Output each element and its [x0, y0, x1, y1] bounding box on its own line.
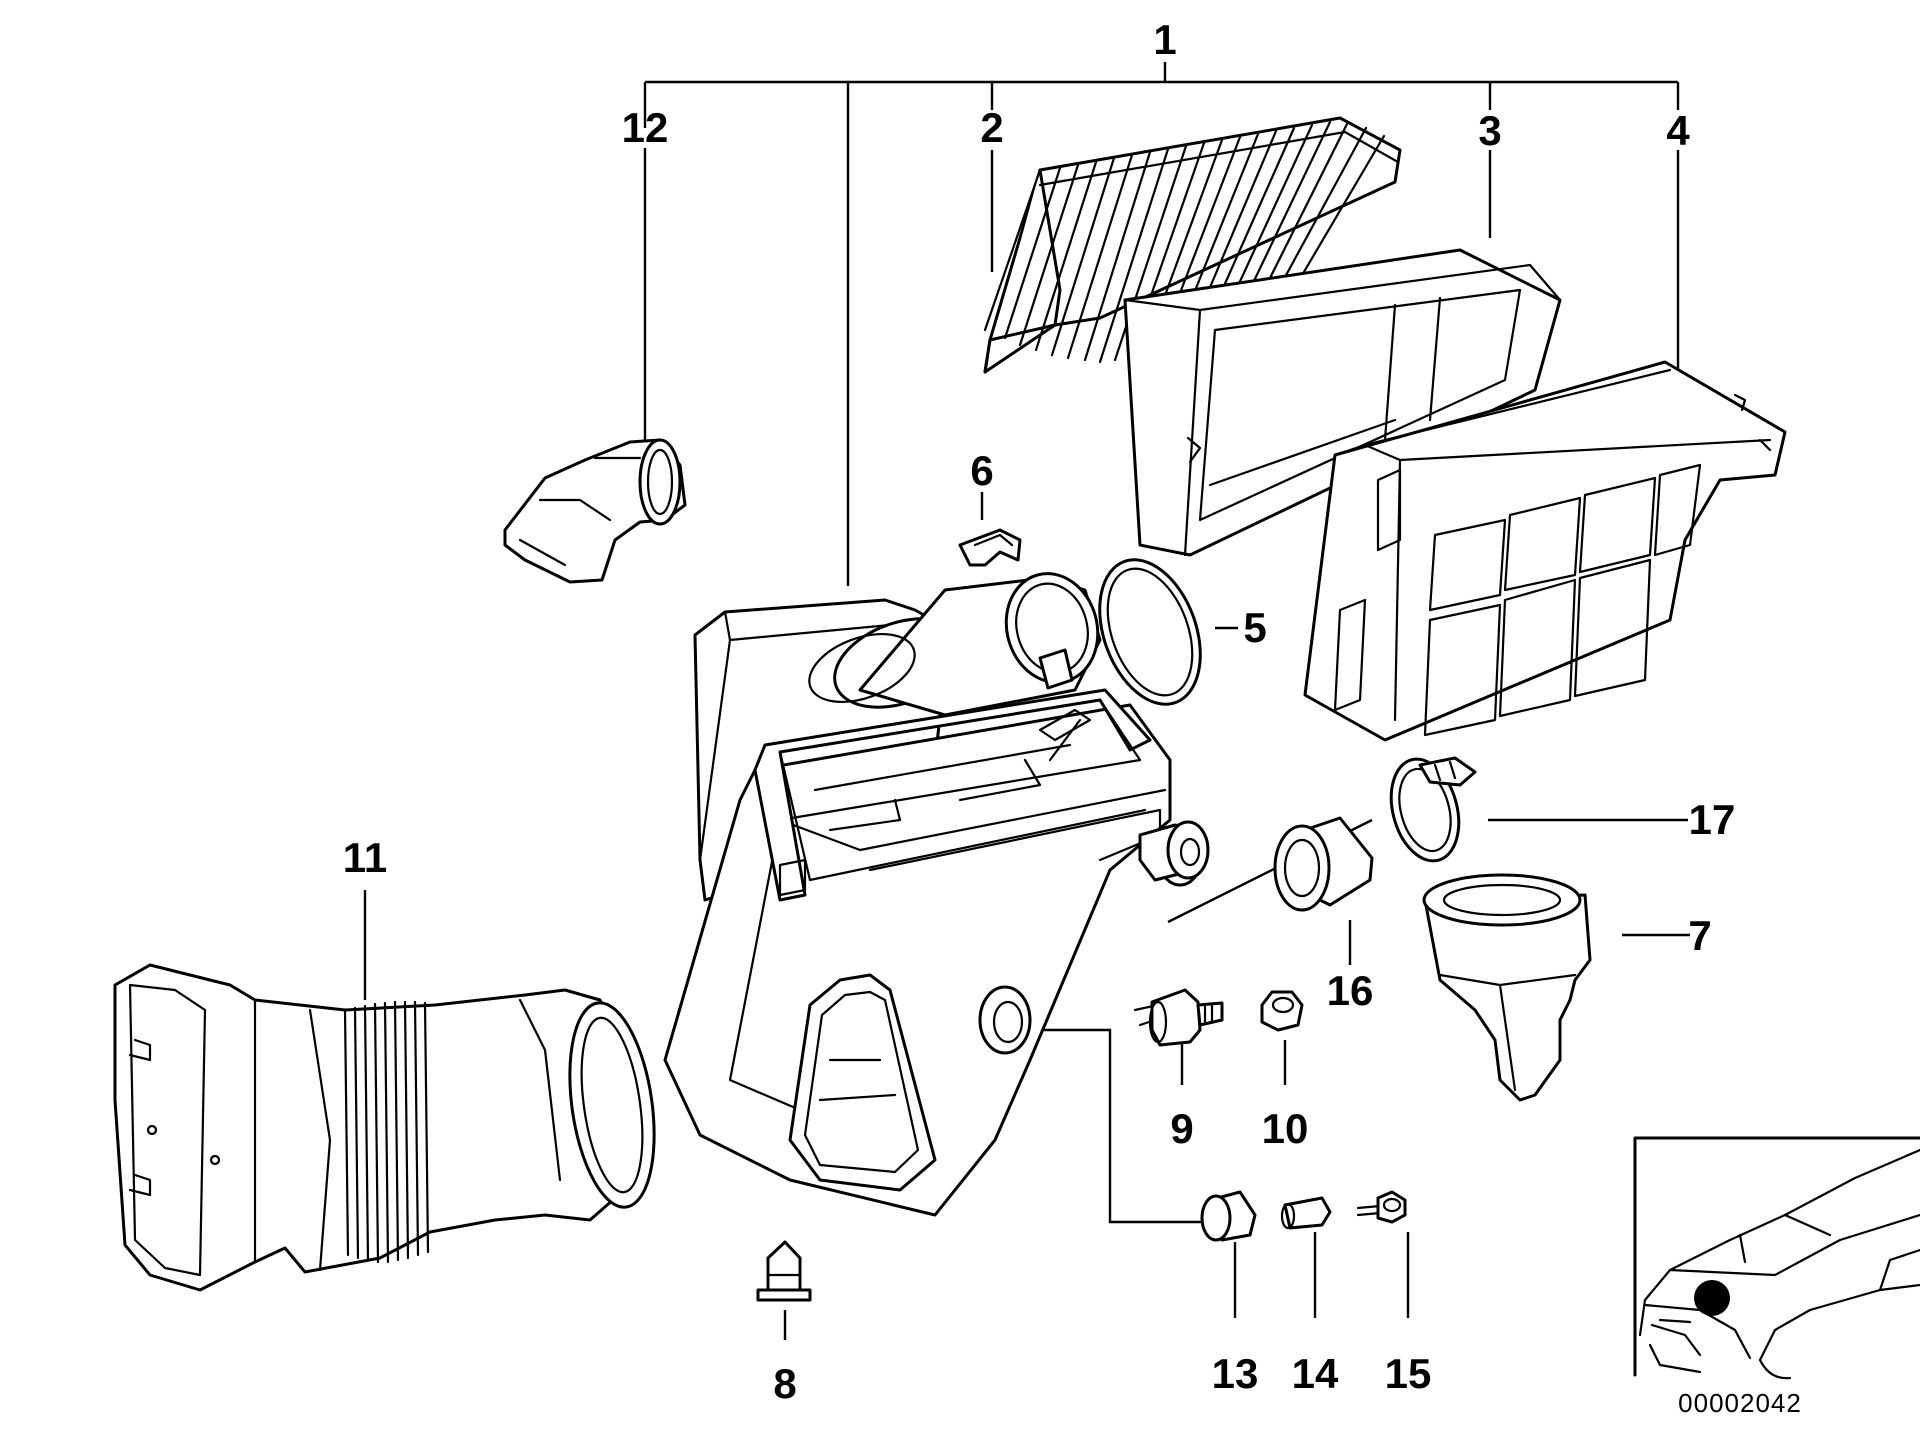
callout-12: 12	[622, 104, 669, 151]
sleeve	[1273, 816, 1374, 912]
housing-cover	[1303, 360, 1787, 742]
filter-frame	[1123, 248, 1562, 557]
callout-17: 17	[1689, 796, 1736, 843]
callout-2: 2	[980, 104, 1003, 151]
callout-13: 13	[1212, 1350, 1259, 1397]
spacer-sleeve	[1280, 1196, 1332, 1230]
vehicle-locator-inset: 00002042	[1633, 1136, 1920, 1418]
callout-4: 4	[1666, 107, 1690, 154]
rubber-bellows	[1422, 873, 1592, 1102]
callout-16: 16	[1327, 967, 1374, 1014]
air-filter-element	[983, 116, 1402, 374]
callout-5: 5	[1243, 604, 1266, 651]
rubber-mount	[1133, 988, 1224, 1047]
clip	[958, 528, 1022, 567]
grommet	[756, 1240, 812, 1302]
screw	[1356, 1190, 1407, 1224]
callout-7: 7	[1688, 912, 1711, 959]
callout-11: 11	[343, 834, 387, 881]
intake-duct	[113, 963, 656, 1292]
location-marker	[1694, 1280, 1730, 1316]
callouts: 1 2 3 4 12 6 5 17 7 16 11 9 10 8 13 14 1…	[343, 16, 1736, 1407]
callout-3: 3	[1478, 107, 1501, 154]
car-silhouette	[1638, 1148, 1920, 1380]
hose-clamp	[1389, 756, 1477, 863]
callout-10: 10	[1262, 1105, 1309, 1152]
callout-6: 6	[970, 447, 993, 494]
document-number: 00002042	[1678, 1388, 1802, 1418]
bushing	[1200, 1190, 1257, 1242]
callout-15: 15	[1385, 1350, 1432, 1397]
o-ring	[1098, 558, 1202, 706]
callout-14: 14	[1292, 1350, 1339, 1397]
air-filter-housing	[663, 572, 1210, 1217]
nut	[1260, 990, 1304, 1032]
elbow-hose	[503, 438, 687, 584]
leader-lines	[363, 62, 1690, 1340]
callout-9: 9	[1170, 1105, 1193, 1152]
callout-8: 8	[773, 1360, 796, 1407]
callout-1: 1	[1153, 16, 1176, 63]
